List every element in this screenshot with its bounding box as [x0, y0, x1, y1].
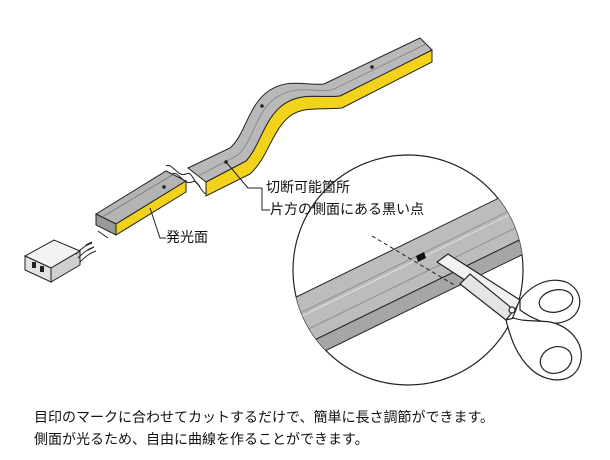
- leader-lines: [149, 161, 270, 239]
- strip-segment-left: [94, 170, 188, 239]
- black-dot-label: 片方の側面にある黒い点: [270, 202, 424, 218]
- scissors: [435, 253, 582, 381]
- zoom-detail: [292, 154, 524, 386]
- light-surface-label: 発光面: [166, 230, 208, 246]
- break-mark: [165, 164, 207, 195]
- connector-wires: [75, 241, 97, 263]
- connector-plug: [23, 239, 82, 283]
- caption-line-1: 目印のマークに合わせてカットするだけで、簡単に長さ調節ができます。: [34, 410, 495, 426]
- caption-line-2: 側面が光るため、自由に曲線を作ることができます。: [34, 432, 369, 448]
- strip-segment-main: [187, 37, 433, 197]
- cut-point-label: 切断可能箇所: [266, 180, 350, 196]
